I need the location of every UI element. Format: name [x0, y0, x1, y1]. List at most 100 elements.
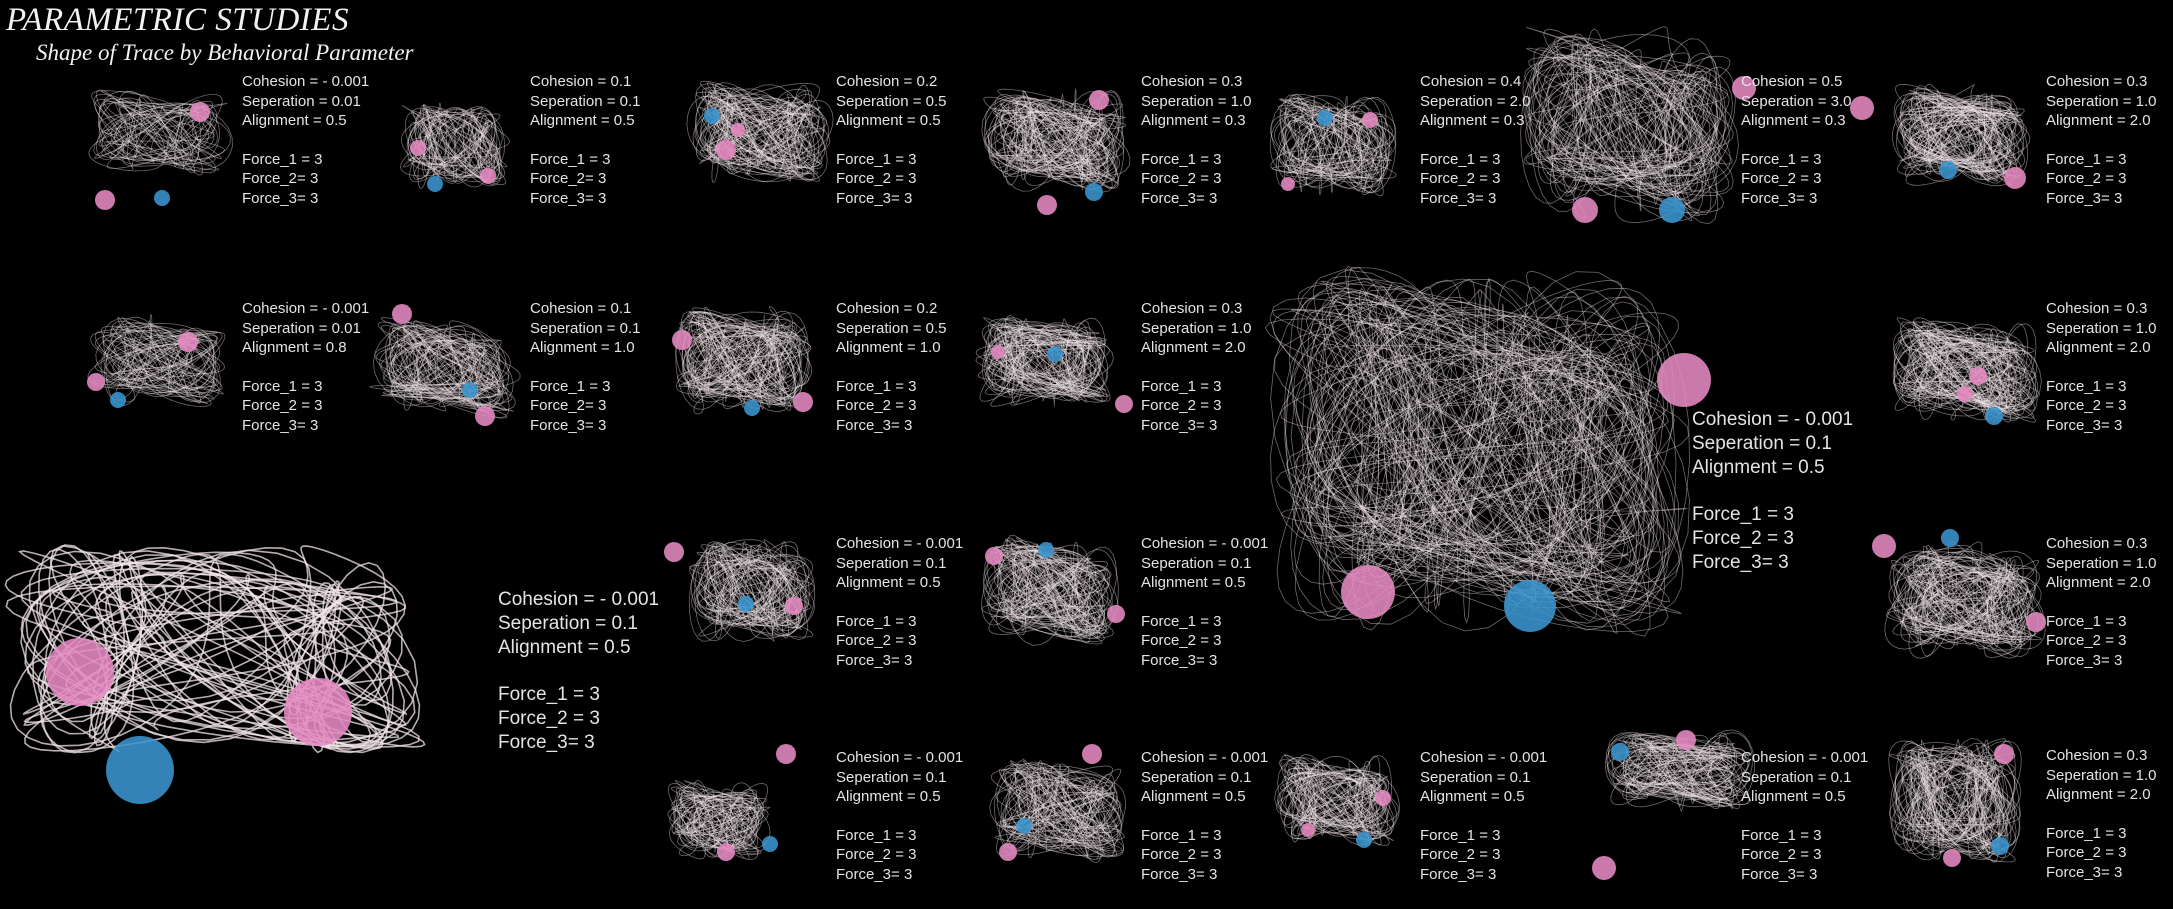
agent-trace-line: [1004, 325, 1086, 396]
agent-trace-line: [991, 100, 1109, 164]
agent-trace-line: [1909, 102, 2012, 168]
agent-trace-line: [678, 788, 758, 852]
agent-trace-line: [993, 328, 1097, 396]
agent-trace-line: [1291, 770, 1381, 837]
agent-trace-line: [380, 317, 521, 399]
agent-trace-line: [987, 549, 1113, 631]
agent-trace-line: [382, 326, 514, 407]
agent-trace-line: [713, 88, 807, 165]
agent-trace-line: [695, 554, 810, 626]
agent-trace-line: [1917, 772, 1993, 829]
agent-trace-line: [707, 546, 801, 632]
blue-attractor-dot: [1939, 161, 1957, 179]
pink-attractor-dot: [1362, 112, 1378, 128]
cohesion-value: Cohesion = - 0.001: [242, 300, 370, 317]
agent-trace-line: [100, 316, 221, 403]
agent-trace-line: [700, 555, 804, 642]
agent-trace-line: [1001, 545, 1100, 637]
agent-trace-line: [1277, 772, 1400, 827]
agent-trace-line: [1006, 100, 1115, 176]
agent-trace-line: [1896, 102, 2025, 168]
agent-trace-line: [1331, 294, 1629, 577]
agent-trace-line: [400, 335, 490, 401]
agent-trace-line: [985, 542, 1115, 628]
agent-trace-line: [1284, 314, 1676, 588]
agent-trace-line: [389, 340, 501, 396]
agent-trace-line: [1893, 747, 2021, 853]
agent-trace-line: [1910, 88, 2013, 180]
trace-bundle-13: [1892, 317, 2042, 423]
agent-trace-line: [1913, 551, 2024, 647]
agent-trace-line: [1899, 548, 2025, 643]
agent-trace-line: [1908, 105, 2009, 165]
separation-value: Seperation = 1.0: [1141, 92, 1252, 110]
agent-trace-line: [1893, 326, 2037, 410]
separation-value: Seperation = 0.1: [836, 554, 947, 572]
agent-trace-line: [1005, 328, 1085, 406]
agent-trace-line: [1908, 94, 2012, 176]
cohesion-value: Cohesion = 0.2: [836, 73, 938, 90]
agent-trace-line: [1894, 752, 2016, 844]
agent-trace-line: [1894, 97, 2022, 173]
blue-attractor-dot: [1991, 837, 2009, 855]
agent-trace-line: [1269, 97, 1397, 193]
agent-trace-line: [699, 330, 794, 410]
agent-trace-line: [106, 325, 209, 405]
force-1-value: Force_1 = 3: [1141, 826, 1222, 844]
force-3-value: Force_3= 3: [1692, 552, 1789, 573]
agent-trace-line: [1006, 103, 1106, 177]
agent-trace-line: [695, 91, 820, 169]
cohesion-value: Cohesion = 0.3: [2046, 300, 2148, 317]
blue-attractor-dot: [1611, 743, 1629, 761]
agent-trace-line: [1330, 267, 1630, 557]
force-1-value: Force_1 = 3: [1420, 826, 1501, 844]
agent-trace-line: [1913, 87, 2013, 162]
blue-attractor-dot: [738, 596, 754, 612]
agent-trace-line: [1537, 50, 1719, 195]
agent-trace-line: [678, 789, 758, 851]
agent-trace-line: [682, 792, 760, 847]
agent-trace-line: [400, 108, 510, 177]
agent-trace-line: [692, 539, 812, 628]
force-3-value: Force_3= 3: [1420, 189, 1497, 207]
agent-trace-line: [999, 320, 1091, 398]
agent-trace-line: [1904, 118, 2016, 152]
pink-attractor-dot: [1375, 790, 1391, 806]
agent-trace-line: [1273, 105, 1393, 170]
agent-trace-line: [1315, 358, 1645, 542]
pink-attractor-dot: [776, 744, 796, 764]
agent-trace-line: [1270, 118, 1393, 172]
agent-trace-line: [1287, 768, 1382, 833]
agent-trace-line: [1893, 545, 2032, 658]
agent-trace-line: [988, 331, 1108, 402]
agent-trace-line: [1625, 732, 1735, 808]
force-2-value: Force_2= 3: [242, 170, 319, 187]
agent-trace-line: [1011, 769, 1109, 855]
agent-trace-line: [1915, 333, 2015, 410]
force-1-value: Force_1 = 3: [836, 826, 917, 844]
agent-trace-line: [1905, 749, 2000, 853]
agent-trace-line: [987, 91, 1125, 193]
agent-trace-line: [690, 555, 814, 625]
agent-trace-line: [101, 335, 219, 386]
force-3-value: Force_3= 3: [498, 732, 595, 753]
agent-trace-line: [1292, 113, 1374, 196]
agent-trace-line: [1902, 567, 2035, 633]
blue-attractor-dot: [110, 392, 126, 408]
agent-trace-line: [1894, 83, 2018, 187]
agent-trace-line: [1900, 742, 2014, 855]
alignment-value: Alignment = 0.5: [1692, 457, 1825, 478]
agent-trace-line: [1306, 283, 1654, 575]
agent-trace-line: [1911, 760, 2003, 840]
agent-trace-line: [402, 122, 508, 168]
force-1-value: Force_1 = 3: [1141, 612, 1222, 630]
agent-trace-line: [1522, 53, 1734, 197]
agent-trace-line: [1290, 286, 1650, 626]
agent-trace-line: [1888, 749, 2022, 828]
agent-trace-line: [105, 322, 220, 394]
agent-trace-line: [1284, 94, 1389, 192]
agent-trace-line: [1533, 47, 1739, 195]
agent-trace-line: [1911, 747, 2005, 849]
